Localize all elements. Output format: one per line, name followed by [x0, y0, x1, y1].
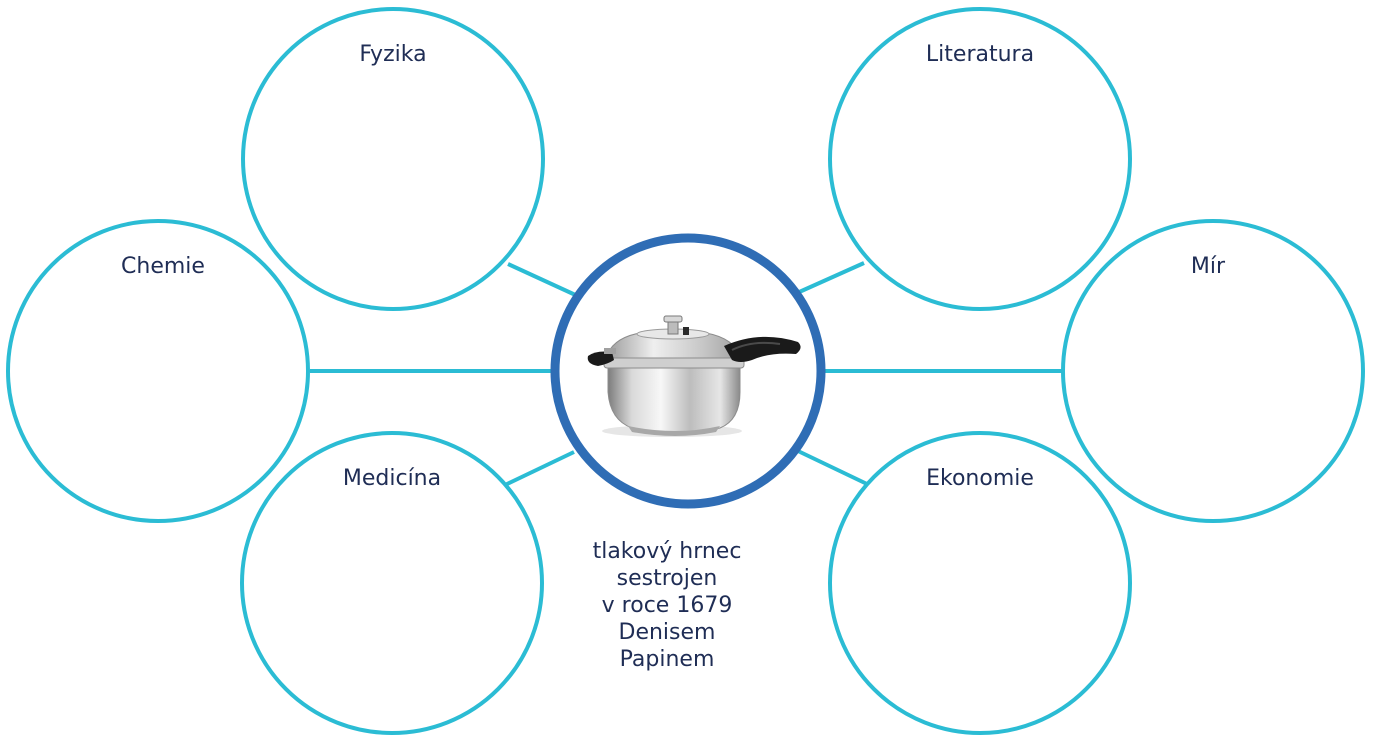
caption-line: sestrojen [616, 566, 718, 591]
pressure-cooker-icon [587, 315, 801, 437]
connector-fyzika [507, 262, 583, 300]
connector-ekonomie [797, 449, 868, 486]
node-label-literatura: Literatura [925, 42, 1035, 67]
connector-literatura [796, 261, 865, 295]
node-label-fyzika: Fyzika [359, 42, 427, 67]
caption-line: tlakový hrnec [592, 539, 742, 564]
center-caption: tlakový hrnec sestrojen v roce 1679 Deni… [557, 538, 777, 673]
node-label-medicina: Medicína [342, 466, 442, 491]
caption-line: v roce 1679 [601, 593, 733, 618]
connector-medicina [504, 450, 575, 487]
circle-chemie [6, 219, 310, 523]
circle-mir [1061, 219, 1365, 523]
node-label-chemie: Chemie [121, 254, 205, 279]
connector-lines [310, 261, 1063, 487]
circle-literatura [828, 7, 1132, 311]
circle-ekonomie [828, 431, 1132, 735]
circle-medicina [240, 431, 544, 735]
caption-line: Papinem [619, 647, 715, 672]
caption-line: Denisem [618, 620, 716, 645]
node-label-ekonomie: Ekonomie [926, 466, 1034, 491]
circle-fyzika [241, 7, 545, 311]
node-label-mir: Mír [1190, 254, 1226, 279]
